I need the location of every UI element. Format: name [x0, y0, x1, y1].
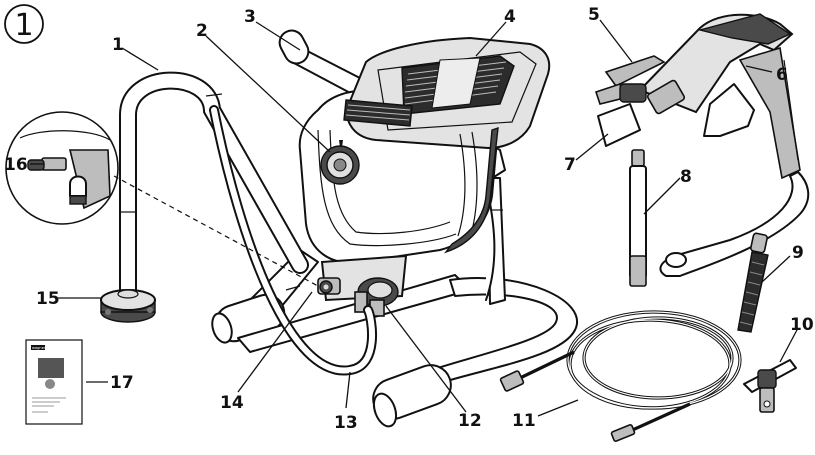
callout-16: 16 [4, 155, 28, 175]
sprayer-body [298, 36, 551, 317]
callout-17: 17 [110, 373, 134, 393]
detail-inset [5, 111, 119, 225]
spray-gun [594, 13, 810, 277]
callout-7: 7 [564, 155, 576, 175]
leader-lines [30, 19, 799, 417]
callout-5: 5 [588, 5, 600, 25]
callout-labels: 1 2 3 4 5 6 7 8 9 10 11 12 13 14 15 16 1… [4, 5, 814, 433]
callout-1: 1 [112, 35, 124, 55]
callout-12: 12 [458, 411, 482, 431]
callout-13: 13 [334, 413, 358, 433]
callout-9: 9 [792, 243, 804, 263]
inlet-valve [317, 277, 341, 295]
callout-4: 4 [504, 7, 516, 27]
manual-brand: wagner [32, 346, 46, 350]
figure-number-badge: 1 [4, 4, 44, 44]
detail-leader [113, 175, 319, 287]
tip-extension [629, 149, 647, 287]
callout-2: 2 [196, 21, 208, 41]
operating-manual: wagner [25, 339, 83, 425]
suction-tube [119, 71, 309, 299]
callout-10: 10 [790, 315, 814, 335]
gun-filter [737, 232, 769, 333]
callout-15: 15 [36, 289, 60, 309]
suction-filter [100, 289, 156, 323]
tip-guard-assembly [743, 359, 797, 413]
callout-6: 6 [776, 65, 788, 85]
callout-11: 11 [512, 411, 536, 431]
callout-3: 3 [244, 7, 256, 27]
figure-number: 1 [14, 8, 33, 43]
high-pressure-hose [499, 310, 742, 442]
callout-8: 8 [680, 167, 692, 187]
pressure-knob [320, 140, 360, 185]
callout-14: 14 [220, 393, 244, 413]
return-hose [209, 105, 378, 376]
